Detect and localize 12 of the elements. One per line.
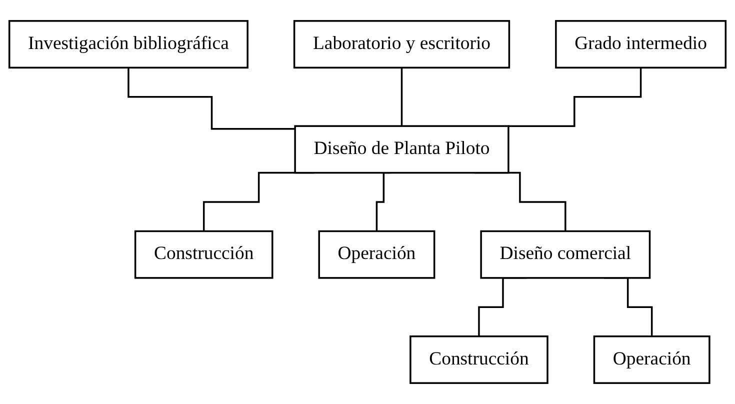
connector [128, 66, 296, 130]
node-box: Investigación bibliográfica [8, 20, 248, 69]
node-box: Construcción [134, 230, 274, 279]
connector [400, 66, 403, 127]
node-box: Laboratorio y escritorio [293, 20, 510, 69]
node-box: Construcción [410, 335, 548, 384]
node-box: Diseño comercial [480, 230, 651, 279]
node-box: Operación [318, 230, 436, 279]
node-box: Diseño de Planta Piloto [294, 125, 510, 174]
node-box: Grado intermedio [555, 20, 727, 69]
node-box: Operación [593, 335, 710, 384]
connector [508, 66, 642, 127]
